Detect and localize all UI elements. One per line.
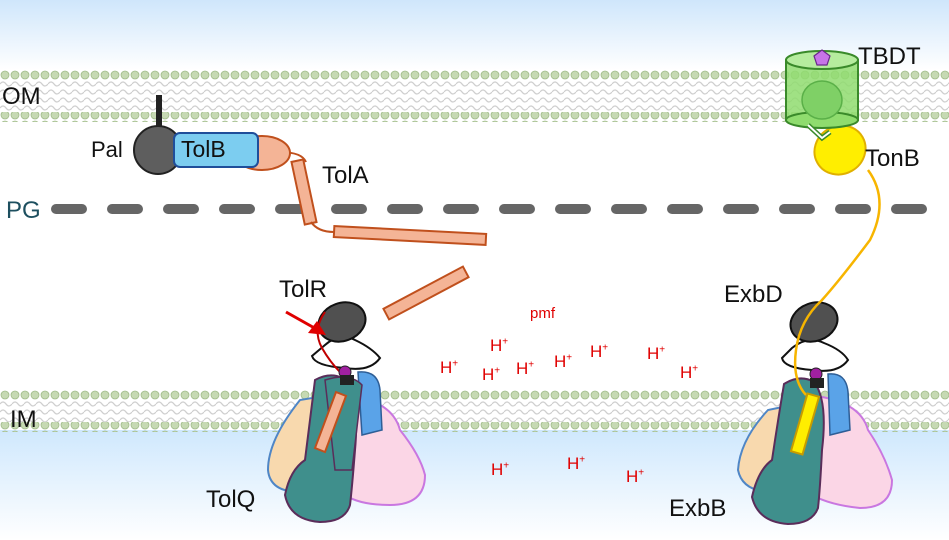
proton: H+	[647, 344, 666, 363]
tbdt-barrel	[785, 49, 859, 142]
tolr-protein	[310, 301, 382, 385]
exbd-protein	[780, 301, 850, 388]
exbb-blue-subunit	[827, 373, 851, 436]
proton: H+	[590, 342, 609, 361]
tonb-tm-helix	[789, 392, 821, 456]
label-tolb: TolB	[181, 136, 226, 162]
red-arrow-indicator	[285, 310, 326, 335]
label-exbb: ExbB	[669, 495, 727, 522]
tola-protein	[233, 135, 488, 454]
tonb-c-domain	[813, 124, 867, 176]
proton: H+	[626, 467, 645, 486]
label-im: IM	[10, 406, 37, 433]
label-tolr: TolR	[279, 276, 328, 303]
proton: H+	[680, 363, 699, 382]
label-exbd: ExbD	[724, 281, 783, 308]
label-tonb: TonB	[865, 145, 920, 172]
label-tolq: TolQ	[206, 486, 256, 513]
label-tbdt: TBDT	[858, 43, 921, 70]
tola-tm-helix	[313, 390, 348, 454]
tonb-linker	[793, 169, 881, 396]
tolq-blue-subunit	[357, 371, 383, 436]
proton: H+	[491, 460, 510, 479]
exbd-periplasmic-domain	[789, 301, 839, 343]
label-pal: Pal	[91, 137, 123, 162]
proton: H+	[567, 454, 586, 473]
proton: H+	[482, 365, 501, 384]
label-om: OM	[2, 83, 41, 110]
proton: H+	[490, 336, 509, 355]
tolr-periplasmic-domain	[317, 301, 367, 343]
substrate-pentagon	[813, 49, 831, 66]
proton: H+	[516, 359, 535, 378]
proton: H+	[554, 352, 573, 371]
pal-tolb-complex	[133, 95, 259, 175]
label-pmf: pmf	[530, 305, 556, 322]
label-pg: PG	[6, 197, 41, 224]
label-tola: TolA	[322, 162, 369, 189]
inner-membrane	[0, 390, 949, 432]
tonb-protein	[789, 124, 881, 456]
proton: H+	[440, 358, 459, 377]
tbdt-plug-domain	[801, 80, 843, 120]
tolb-protein	[173, 132, 259, 168]
